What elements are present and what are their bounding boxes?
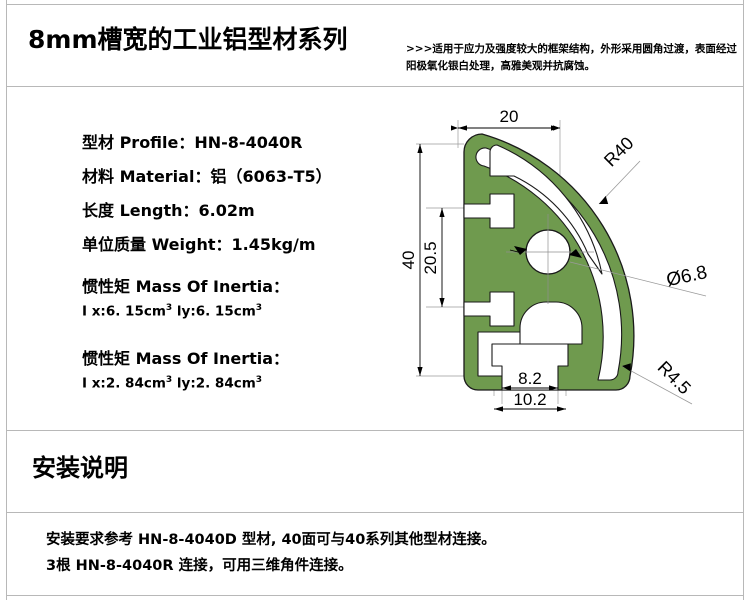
callout-r40: R40 bbox=[598, 133, 641, 205]
frame-border-right bbox=[743, 0, 744, 600]
divider-bottom bbox=[6, 595, 744, 596]
divider-install-title bbox=[6, 512, 744, 513]
divider-spec bbox=[6, 430, 744, 431]
spec-inertia-1-iy: ly:6. 15cm bbox=[172, 303, 256, 320]
dimension-left-20-5: 20.5 bbox=[421, 208, 445, 307]
dimension-bottom-8-2: 8.2 bbox=[502, 369, 558, 391]
spec-inertia-2-values: I x:2. 84cm3 ly:2. 84cm3 bbox=[82, 370, 402, 394]
spec-inertia-2-iy-exp: 3 bbox=[255, 374, 263, 385]
spec-inertia-group-2: 惯性矩 Mass Of Inertia： I x:2. 84cm3 ly:2. … bbox=[82, 348, 402, 394]
callout-label-r40: R40 bbox=[600, 133, 637, 170]
spec-profile: 型材 Profile：HN-8-4040R bbox=[82, 133, 303, 152]
dimension-label-8-2: 8.2 bbox=[518, 369, 542, 388]
profile-cross-section-drawing: 20 40 20.5 8.2 bbox=[398, 104, 746, 414]
callout-label-dia-6-8: Ø6.8 bbox=[665, 262, 710, 291]
spec-inertia-2-ix-exp: 3 bbox=[165, 374, 173, 385]
spec-inertia-2-ix: I x:2. 84cm bbox=[82, 375, 166, 391]
page-title: 8mm槽宽的工业铝型材系列 bbox=[28, 25, 348, 54]
spec-inertia-1-iy-exp: 3 bbox=[255, 303, 263, 313]
spec-inertia-2-heading: 惯性矩 Mass Of Inertia： bbox=[82, 348, 290, 368]
spec-inertia-2-iy: ly:2. 84cm bbox=[172, 375, 256, 391]
install-line-1: 安装要求参考 HN-8-4040D 型材, 40面可与40系列其他型材连接。 bbox=[46, 532, 496, 548]
spec-length: 长度 Length：6.02m bbox=[82, 201, 255, 220]
spec-inertia-1-values: I x:6. 15cm3 ly:6. 15cm3 bbox=[82, 298, 402, 322]
specification-list: 型材 Profile：HN-8-4040R 材料 Material：铝（6063… bbox=[82, 126, 402, 393]
divider-top bbox=[6, 4, 744, 5]
dimension-label-40: 40 bbox=[399, 251, 418, 270]
spec-material: 材料 Material：铝（6063-T5） bbox=[82, 167, 332, 186]
header-band: 8mm槽宽的工业铝型材系列 >>>适用于应力及强度较大的框架结构，外形采用圆角过… bbox=[6, 5, 744, 86]
install-line-2: 3根 HN-8-4040R 连接，可用三维角件连接。 bbox=[46, 558, 353, 574]
spec-weight: 单位质量 Weight：1.45kg/m bbox=[82, 235, 316, 254]
dimension-label-20: 20 bbox=[500, 107, 519, 126]
callout-label-r4-5: R4.5 bbox=[654, 357, 695, 398]
aluminium-profile-shape bbox=[463, 133, 635, 391]
spec-inertia-1-ix: I x:6. 15cm bbox=[82, 303, 166, 320]
dimension-top-20: 20 bbox=[450, 107, 560, 131]
frame-border-left bbox=[6, 0, 7, 600]
spec-inertia-1-heading: 惯性矩 Mass Of Inertia： bbox=[82, 277, 290, 296]
spec-inertia-group-1: 惯性矩 Mass Of Inertia： I x:6. 15cm3 ly:6. … bbox=[82, 276, 402, 322]
dimension-bottom-10-2: 10.2 bbox=[494, 390, 566, 412]
spec-inertia-1-ix-exp: 3 bbox=[165, 303, 173, 313]
dimension-label-20-5: 20.5 bbox=[421, 241, 440, 274]
dimension-left-40: 40 bbox=[399, 144, 423, 376]
dimension-label-10-2: 10.2 bbox=[513, 390, 546, 409]
install-section-title: 安装说明 bbox=[32, 454, 128, 482]
divider-header bbox=[6, 86, 744, 87]
install-instructions: 安装要求参考 HN-8-4040D 型材, 40面可与40系列其他型材连接。 3… bbox=[46, 527, 706, 579]
header-description: >>>适用于应力及强度较大的框架结构，外形采用圆角过渡，表面经过阳极氧化银白处理… bbox=[406, 43, 737, 72]
